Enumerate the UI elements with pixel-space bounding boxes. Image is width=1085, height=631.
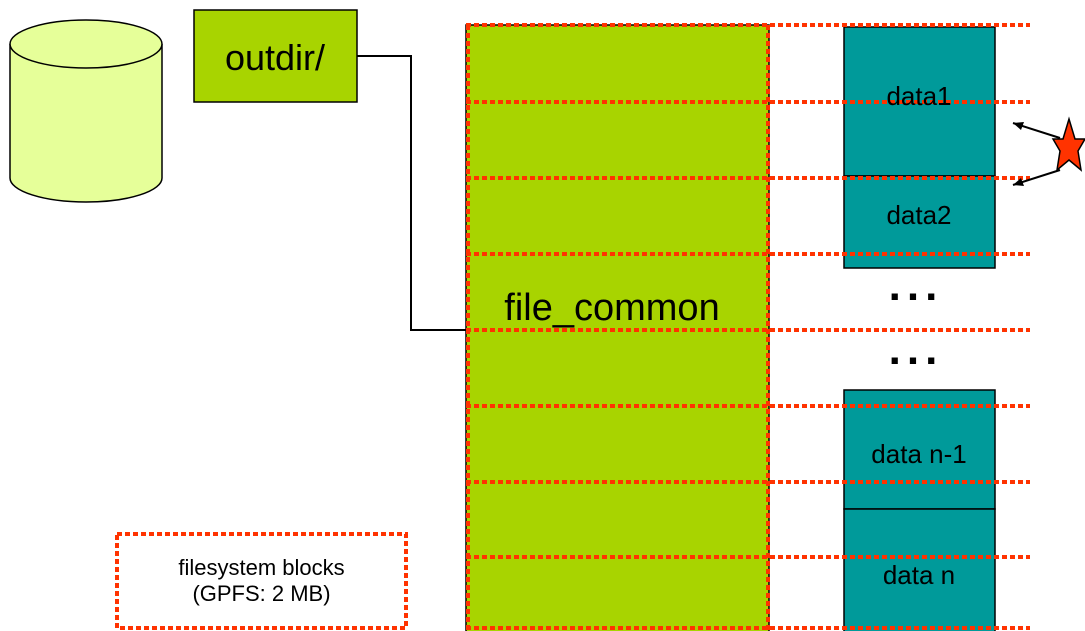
- data-n-1-block: [843, 389, 996, 510]
- ellipsis-upper: ...: [889, 261, 944, 310]
- outdir-box: [193, 9, 358, 103]
- legend-text: filesystem blocks (GPFS: 2 MB): [117, 555, 406, 607]
- arrowhead-icon: [1013, 122, 1024, 130]
- data1-label: data1: [886, 81, 951, 111]
- arrowhead-icon: [1013, 178, 1024, 186]
- directory-connector: [357, 55, 466, 331]
- file-common-label: file_common: [504, 287, 719, 329]
- data2-label: data2: [886, 200, 951, 230]
- filesystem-block-boundaries: [466, 23, 1030, 631]
- ellipsis-lower: ...: [889, 325, 944, 374]
- storage-cylinder-icon: [9, 19, 163, 203]
- legend-line-1: filesystem blocks: [178, 555, 345, 580]
- data-n-1-label: data n-1: [871, 439, 966, 469]
- legend-line-2: (GPFS: 2 MB): [192, 581, 331, 606]
- legend-box: [115, 532, 408, 630]
- outdir-label: outdir/: [225, 37, 325, 78]
- data-n-block: [843, 508, 996, 631]
- data-n-label: data n: [883, 560, 955, 590]
- star-icon: [1051, 116, 1085, 172]
